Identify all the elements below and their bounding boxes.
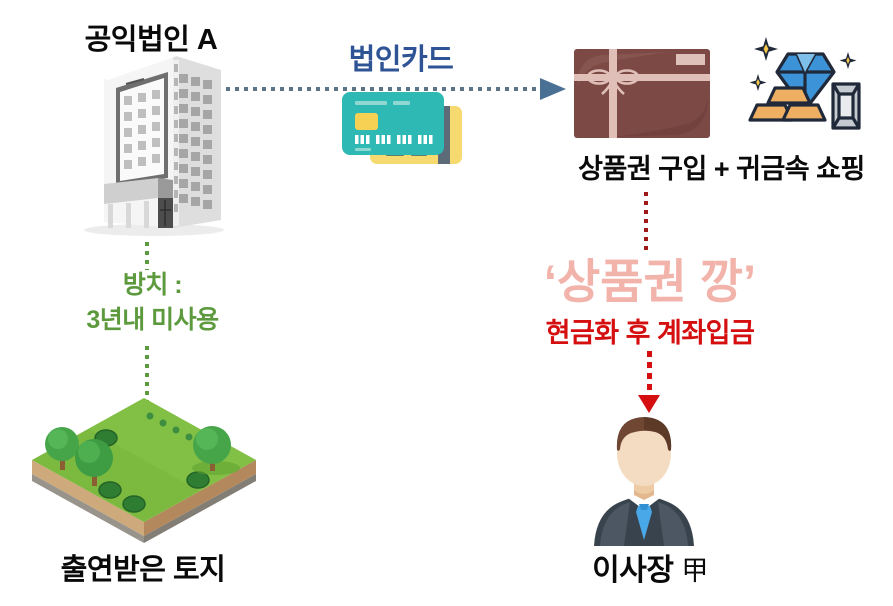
red-arrow-head — [638, 395, 660, 413]
org-title: 공익법인 A — [84, 24, 218, 56]
red-dotted-connector — [644, 192, 648, 250]
chairman-name: 甲 — [681, 556, 708, 586]
purchase-label: 상품권 구입 + 귀금속 쇼핑 — [578, 154, 865, 184]
corporate-card-label: 법인카드 — [348, 44, 454, 76]
neglect-line1: 방치 : — [122, 271, 183, 299]
chairman-label: 이사장 甲 — [553, 545, 747, 589]
flow-arrow-head — [540, 78, 566, 100]
office-building-icon — [78, 50, 236, 240]
neglect-label: 방치 : 3년내 미사용 — [45, 268, 260, 338]
neglect-connector-top — [145, 242, 149, 270]
gift-box-icon — [572, 47, 712, 140]
jewelry-gold-diamond-icon — [747, 34, 865, 147]
neglect-line2: 3년내 미사용 — [86, 306, 219, 334]
flow-arrow-dotted-line — [226, 87, 542, 91]
land-label: 출연받은 토지 — [60, 554, 226, 586]
red-arrow-down — [638, 351, 660, 413]
cashout-label: 현금화 후 계좌입금 — [545, 318, 755, 348]
red-arrow-dotted-line — [647, 351, 652, 395]
chairman-title: 이사장 — [592, 554, 674, 587]
credit-cards-icon — [340, 88, 468, 168]
neglect-connector-bottom — [145, 346, 149, 442]
land-plot-icon — [20, 388, 268, 548]
flow-arrow-right — [226, 78, 570, 100]
scheme-watermark: ‘상품권 깡’ — [543, 255, 757, 308]
businessman-icon — [580, 406, 708, 548]
